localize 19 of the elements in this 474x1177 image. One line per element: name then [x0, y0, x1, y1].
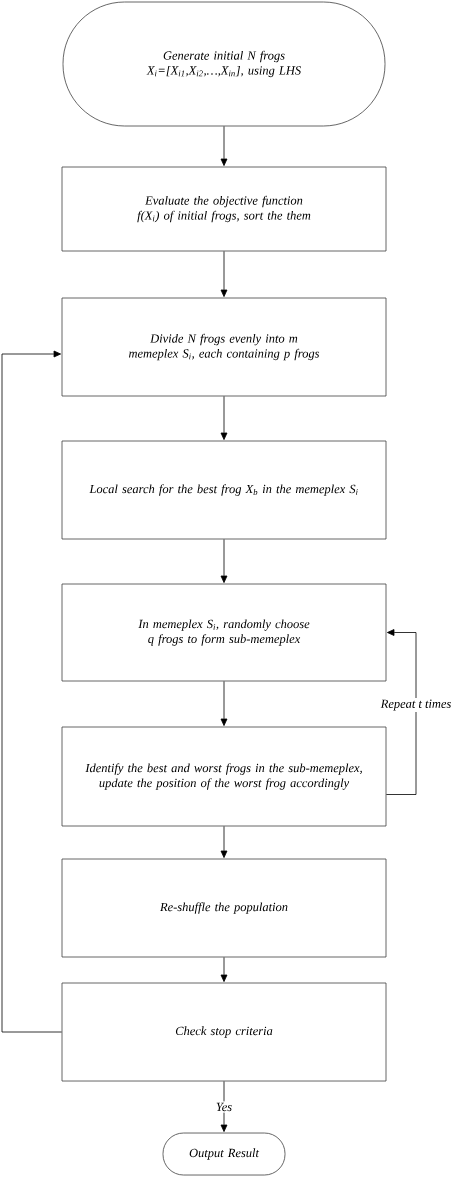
process-box: Divide N frogs evenly into m memeplex S$_{i}$, each containing p frogs	[61, 297, 387, 397]
arrow	[386, 629, 417, 795]
process-box: Identify the best and worst frogs in the sub-memeplex, update the position of the worst frog accordingly	[61, 726, 387, 827]
arrow	[220, 539, 228, 583]
process-box: Check stop criteria	[61, 982, 387, 1082]
arrow	[1, 350, 62, 1033]
process-box: Local search for the best frog X$_{b}$ in the memeplex S$_{i}$	[61, 440, 387, 540]
edge-label: Repeat t times	[379, 698, 453, 712]
edge-label: Yes	[214, 1101, 234, 1113]
arrow	[220, 681, 228, 726]
arrow	[220, 396, 228, 440]
arrow	[220, 957, 228, 982]
arrow	[220, 1081, 228, 1132]
process-box: Evaluate the objective function f(X$_{i}$) of initial frogs, sort the them	[61, 166, 387, 252]
arrow	[220, 251, 228, 297]
process-box: Re-shuffle the population	[61, 858, 387, 958]
process-box: In memeplex S$_{i}$, randomly choose q frogs to form sub-memeplex	[61, 583, 387, 682]
arrow	[220, 126, 228, 166]
arrow	[220, 826, 228, 858]
